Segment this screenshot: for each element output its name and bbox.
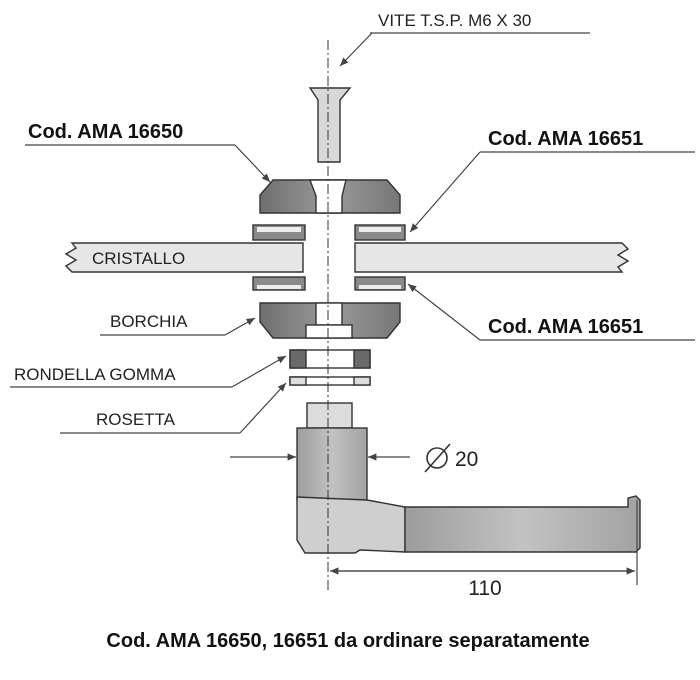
rubber-washer: [289, 349, 371, 369]
code-16650-label: Cod. AMA 16650: [28, 121, 183, 143]
lower-washer: [252, 276, 406, 291]
footer-note: Cod. AMA 16650, 16651 da ordinare separa…: [106, 630, 589, 652]
upper-washer: [252, 224, 406, 241]
diameter-value: 20: [455, 448, 478, 471]
diameter-symbol-icon: [424, 443, 451, 473]
screw-label: VITE T.S.P. M6 X 30: [378, 11, 531, 30]
code-16651-top-label: Cod. AMA 16651: [488, 128, 643, 150]
top-cap: [259, 179, 401, 214]
code-16651-bottom-label: Cod. AMA 16651: [488, 316, 643, 338]
rose-part: [259, 302, 401, 339]
rosette: [289, 376, 371, 386]
lever-handle: [296, 402, 641, 554]
leader-lines: [10, 32, 695, 585]
rosette-label: ROSETTA: [96, 410, 176, 429]
glass-panel: [64, 242, 630, 273]
rubber-washer-label: RONDELLA GOMMA: [14, 365, 176, 384]
rose-label: BORCHIA: [110, 312, 188, 331]
length-value: 110: [468, 577, 501, 600]
screw: [308, 87, 352, 163]
glass-label: CRISTALLO: [92, 249, 185, 268]
